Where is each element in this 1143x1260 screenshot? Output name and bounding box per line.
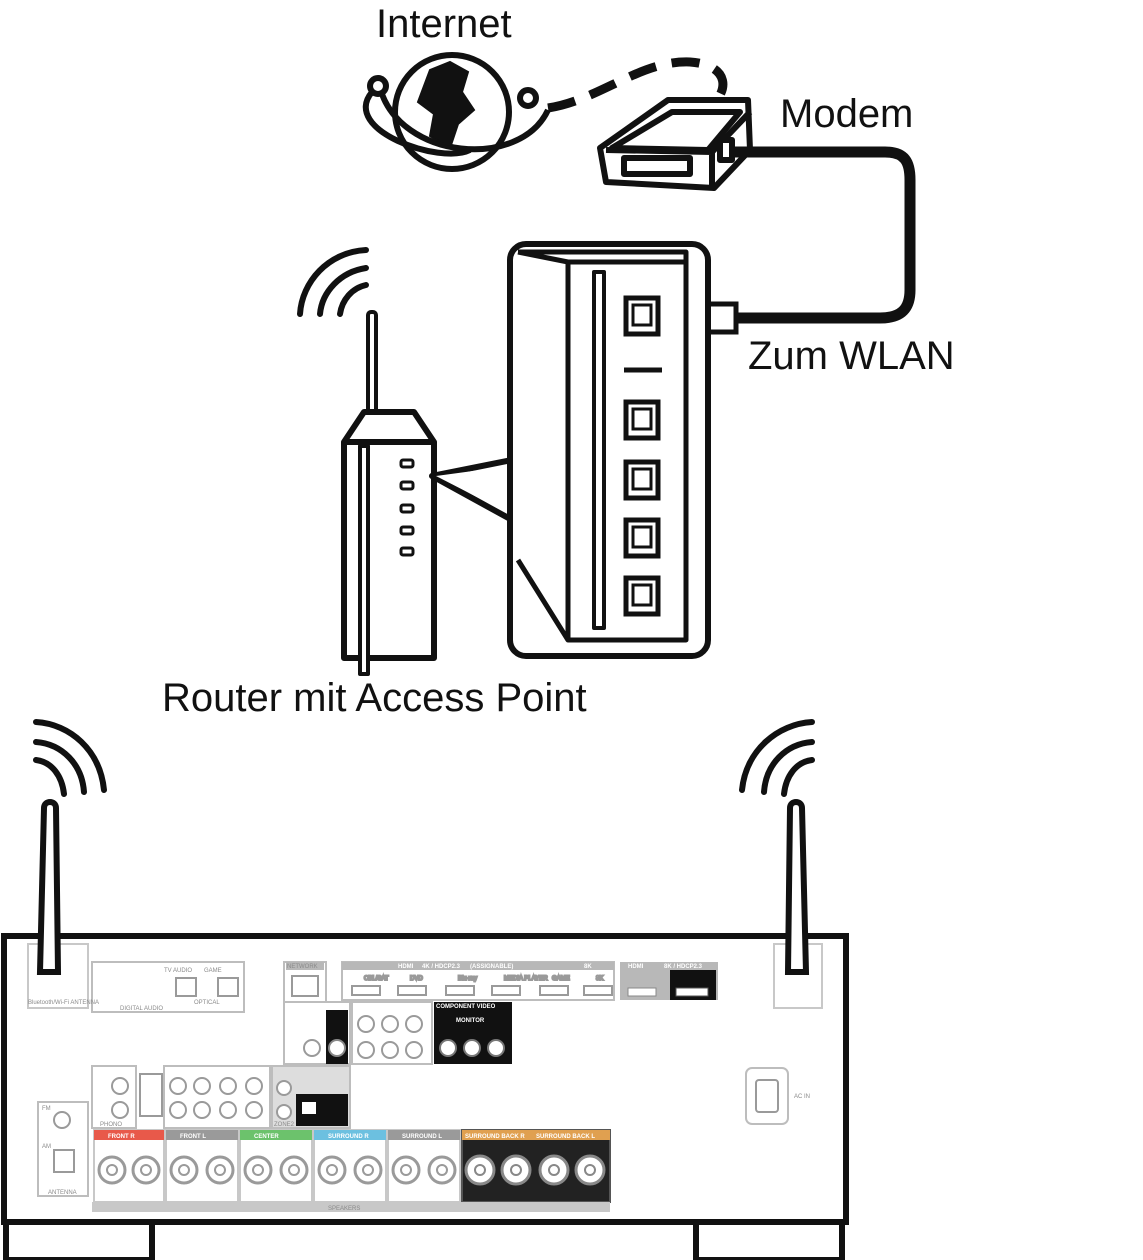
network-label: NETWORK: [287, 964, 318, 970]
lan-cable: [735, 146, 916, 324]
hdmi-port-icon: [491, 985, 521, 996]
left-antenna-icon: [36, 799, 62, 975]
hdmi-port-icon: [445, 985, 475, 996]
zum-wlan-label: Zum WLAN: [748, 334, 955, 378]
optical-label: OPTICAL: [194, 1000, 220, 1006]
surround-back-block: SURROUND BACK R SURROUND BACK L: [461, 1129, 611, 1203]
hdmi-port-icon: [539, 985, 569, 996]
speakers-label: SPEAKERS: [328, 1206, 360, 1212]
receiver-labels: NETWORK HDMI 4K / HDCP2.3 (ASSIGNABLE) 8…: [28, 964, 810, 1212]
router-wifi-icon: [297, 247, 369, 317]
modem-label: Modem: [780, 92, 914, 136]
speaker-channel-label: FRONT R: [108, 1134, 135, 1140]
video-label: VIDEO: [300, 1004, 319, 1010]
hdmi-input-label: MEDIA PLAYER: [504, 976, 548, 982]
lan-port-icon: [623, 399, 661, 441]
receiver-right-wifi-icon: [739, 719, 815, 797]
hdmi-input-label: DVD: [410, 976, 423, 982]
hdmi-input-label: Blu-ray: [458, 976, 477, 982]
hdmi-in-label: HDMI: [398, 964, 414, 970]
speaker-terminal-block: SURROUND L: [387, 1129, 461, 1203]
hdmi-spec-label: 4K / HDCP2.3: [422, 964, 461, 970]
assignable-label: (ASSIGNABLE): [470, 964, 513, 970]
speaker-channel-label: CENTER: [254, 1134, 279, 1140]
bt-antenna-label: Bluetooth/Wi-Fi ANTENNA: [28, 1000, 99, 1006]
modem-icon: [597, 97, 753, 191]
internet-globe-icon: [362, 52, 551, 172]
lan-port-icon: [623, 459, 661, 501]
router-icon: [341, 310, 437, 676]
phono-label: PHONO: [100, 1122, 122, 1128]
hdmi-out-label: HDMI: [628, 964, 644, 970]
speaker-channel-label: SURROUND L: [402, 1134, 442, 1140]
speaker-terminal-block: FRONT R: [93, 1129, 165, 1203]
hdmi-input-label: CBL/SAT: [364, 976, 389, 982]
digital-audio-label: DIGITAL AUDIO: [120, 1006, 163, 1012]
hdmi-port-icon: [351, 985, 381, 996]
lan-port-icon: [623, 575, 661, 617]
internet-link-dashed: [547, 57, 728, 113]
router-lan-ports: [623, 295, 661, 617]
router-label: Router mit Access Point: [162, 676, 587, 720]
hdmi-port-icon: [397, 985, 427, 996]
speaker-terminal-block: FRONT L: [165, 1129, 239, 1203]
internet-label: Internet: [376, 2, 512, 46]
receiver-left-wifi-icon: [33, 719, 107, 797]
surround-back-r-label: SURROUND BACK R: [465, 1134, 525, 1140]
hdmi-input-label: 8K: [596, 976, 603, 982]
audio-label: AUDIO: [180, 1070, 200, 1076]
surround-back-l-label: SURROUND BACK L: [536, 1134, 595, 1140]
hdmi-port-icon: [583, 985, 613, 996]
hdmi-8k-label: 8K: [584, 964, 592, 970]
speaker-channel-label: FRONT L: [180, 1134, 206, 1140]
ac-in-label: AC IN: [794, 1094, 810, 1100]
fm-label: FM: [42, 1106, 51, 1112]
wan-port-icon: [623, 295, 661, 337]
am-label: AM: [42, 1144, 51, 1150]
zone2-label: ZONE2: [274, 1122, 295, 1128]
component-video-label: COMPONENT VIDEO: [436, 1004, 496, 1010]
lan-port-icon: [623, 517, 661, 559]
tv-audio-label: TV AUDIO: [164, 968, 192, 974]
antenna-label: ANTENNA: [48, 1190, 77, 1196]
hdmi-input-label: GAME: [552, 976, 570, 982]
router-detail-panel: [507, 241, 711, 659]
right-antenna-icon: [784, 799, 810, 975]
game-label: GAME: [204, 968, 222, 974]
monitor-label: MONITOR: [456, 1018, 485, 1024]
speaker-channel-label: SURROUND R: [328, 1134, 369, 1140]
av-receiver: CBL/SAT DVD Blu-ray MEDIA PLAYER GAME 8K: [0, 799, 849, 1260]
speaker-terminal-block: SURROUND R: [313, 1129, 387, 1203]
hdmi-out-spec-label: 8K / HDCP2.3: [664, 964, 703, 970]
speaker-terminal-block: CENTER: [239, 1129, 313, 1203]
